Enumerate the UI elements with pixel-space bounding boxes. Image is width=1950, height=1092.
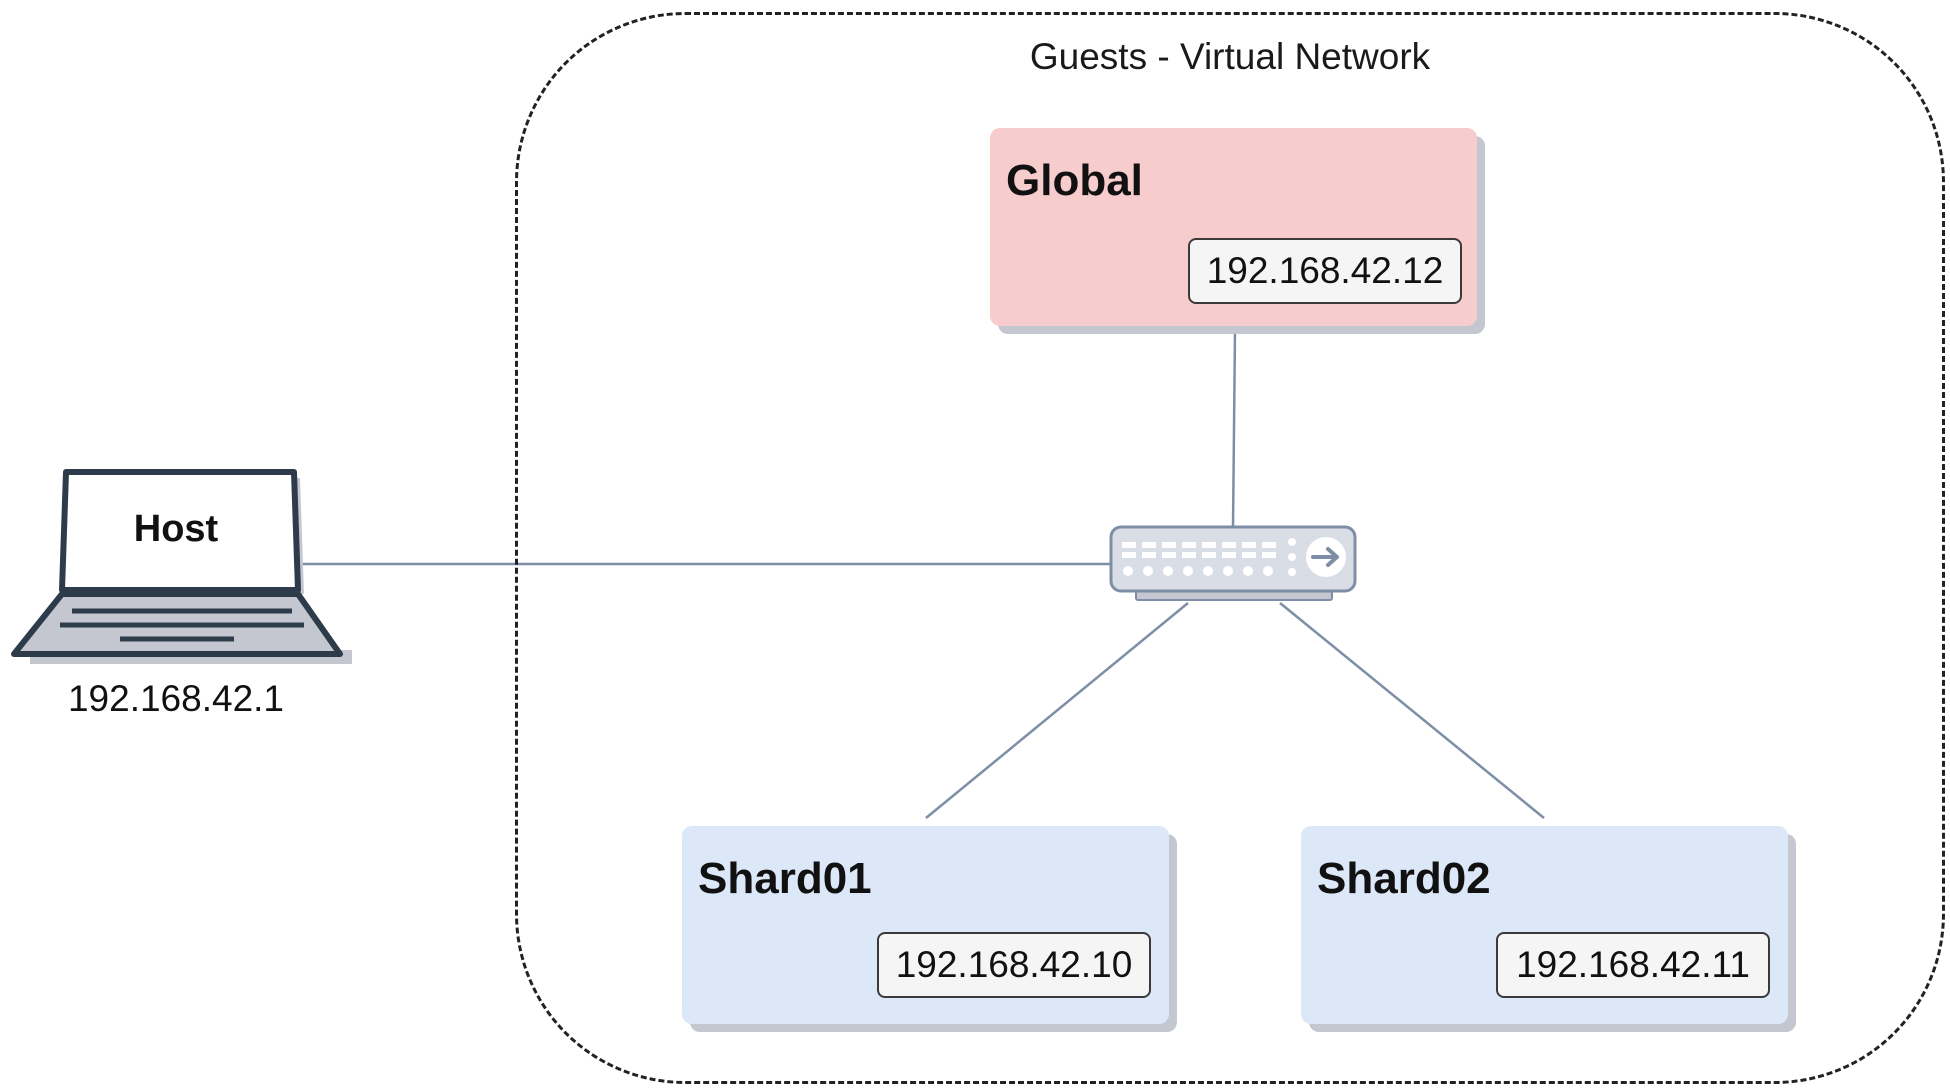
network-switch-icon[interactable]: [1108, 524, 1360, 611]
wire-global-switch: [1231, 329, 1237, 529]
wire-switch-shard01: [925, 602, 1189, 819]
ip-address-box: 192.168.42.11: [1496, 932, 1770, 998]
ip-address-box: 192.168.42.10: [877, 932, 1151, 998]
global-node[interactable]: Global 192.168.42.12: [990, 128, 1477, 326]
node-title: Global: [1006, 156, 1143, 205]
virtual-network-group: [515, 12, 1945, 1084]
wire-switch-shard02: [1279, 602, 1545, 819]
host-label: Host: [133, 508, 219, 550]
group-title: Guests - Virtual Network: [1029, 36, 1431, 77]
laptop-icon[interactable]: [10, 468, 352, 673]
shard01-node[interactable]: Shard01 192.168.42.10: [682, 826, 1169, 1024]
ip-address-box: 192.168.42.12: [1188, 238, 1462, 304]
node-title: Shard01: [698, 854, 872, 903]
host-ip-label: 192.168.42.1: [67, 678, 285, 719]
shard02-node[interactable]: Shard02 192.168.42.11: [1301, 826, 1788, 1024]
node-title: Shard02: [1317, 854, 1491, 903]
